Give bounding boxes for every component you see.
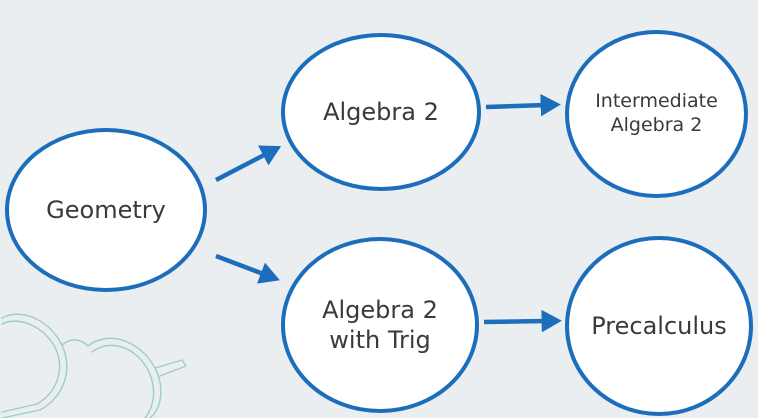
arrow-geometry-to-algebra2-trig [215,253,280,284]
node-precalculus: Precalculus [565,236,753,416]
node-algebra-2-with-trig: Algebra 2 with Trig [281,237,479,413]
node-geometry-label: Geometry [46,196,166,224]
node-geometry: Geometry [5,128,207,292]
node-precalculus-label: Precalculus [591,312,727,340]
arrow-algebra2-trig-to-precalculus [483,309,562,333]
arrow-geometry-to-algebra2 [214,145,282,182]
node-intermediate-algebra-2-label: Intermediate Algebra 2 [595,90,718,136]
arrow-algebra2-to-intermediate [485,93,561,117]
node-algebra-2: Algebra 2 [281,33,481,191]
node-algebra-2-label: Algebra 2 [323,98,439,126]
node-intermediate-algebra-2: Intermediate Algebra 2 [565,30,748,198]
node-algebra-2-with-trig-label: Algebra 2 with Trig [322,296,438,354]
